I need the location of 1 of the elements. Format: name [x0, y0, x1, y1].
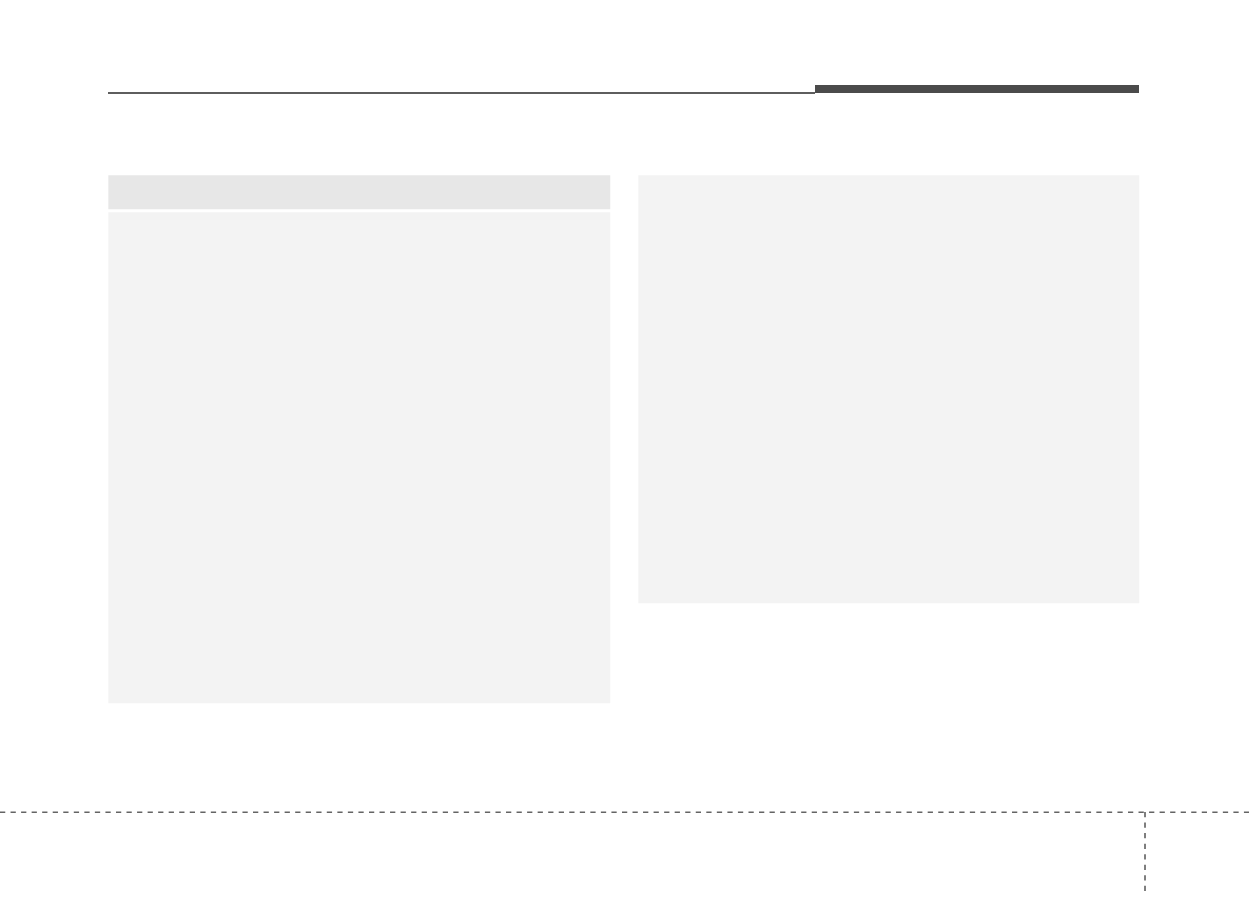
header-band: [108, 175, 611, 210]
